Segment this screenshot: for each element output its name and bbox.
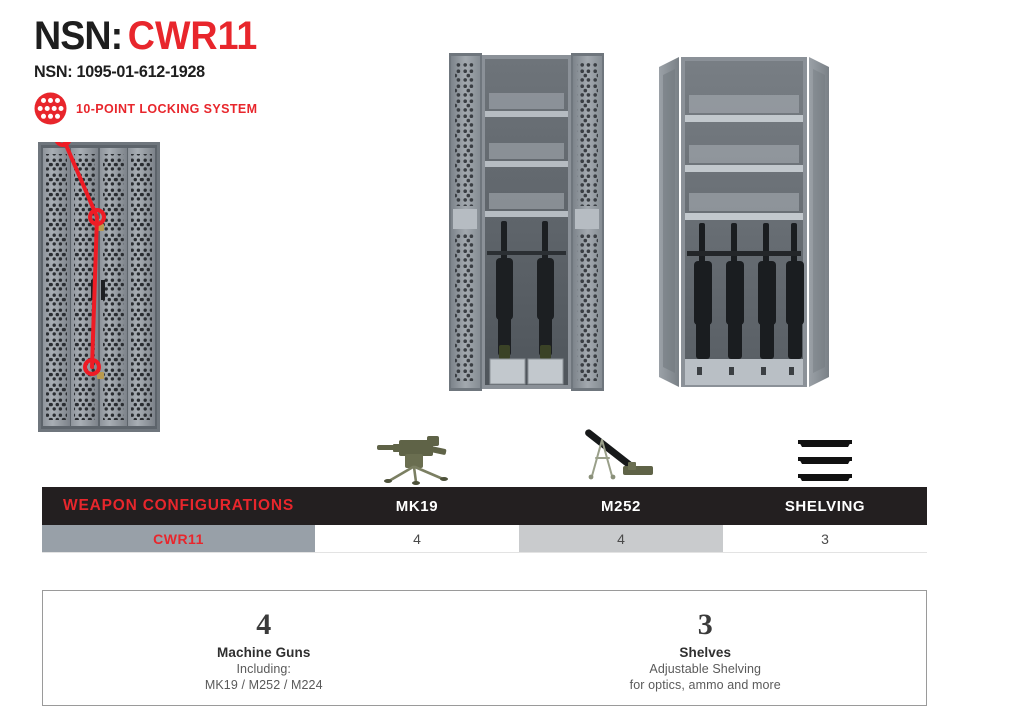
summary-item-shelves: 3 Shelves Adjustable Shelving for optics… xyxy=(485,591,927,705)
locking-system-row: 10-POINT LOCKING SYSTEM xyxy=(34,92,272,125)
summary-number: 3 xyxy=(697,607,713,641)
summary-number: 4 xyxy=(256,607,272,641)
summary-line-1: Adjustable Shelving xyxy=(649,661,762,676)
table-header-row: WEAPON CONFIGURATIONS MK19 M252 SHELVING xyxy=(42,487,927,525)
summary-box: 4 Machine Guns Including: MK19 / M252 / … xyxy=(42,590,927,706)
table-cell-mk19: 4 xyxy=(315,525,519,552)
weapon-icon-row xyxy=(42,424,927,486)
mk19-weapon-icon xyxy=(315,424,519,486)
table-header-m252: M252 xyxy=(601,497,641,515)
locking-system-label: 10-POINT LOCKING SYSTEM xyxy=(76,101,258,116)
10-point-locking-icon xyxy=(34,92,67,125)
open-cabinet-two-weapons xyxy=(449,53,604,391)
page-title: NSN:CWR11 xyxy=(34,14,257,58)
summary-item-machine-guns: 4 Machine Guns Including: MK19 / M252 / … xyxy=(43,591,485,705)
m252-mortar-icon xyxy=(519,424,723,486)
summary-line-2: for optics, ammo and more xyxy=(629,677,781,692)
shelving-icon xyxy=(723,424,927,486)
table-cell-shelving: 3 xyxy=(723,525,927,552)
table-cell-model: CWR11 xyxy=(42,525,315,552)
summary-title: Shelves xyxy=(679,644,732,660)
closed-cabinet-with-locking-diagram xyxy=(38,142,160,432)
table-header-mk19: MK19 xyxy=(395,497,439,515)
table-cell-m252: 4 xyxy=(519,525,723,552)
nsn-number: NSN: 1095-01-612-1928 xyxy=(34,62,205,81)
page-title-code: CWR11 xyxy=(127,14,258,58)
table-row: CWR11 4 4 3 xyxy=(42,525,927,553)
summary-line-1: Including: xyxy=(236,661,291,676)
table-header-configurations: WEAPON CONFIGURATIONS xyxy=(63,497,294,514)
table-header-shelving: SHELVING xyxy=(784,497,866,515)
header-block: NSN:CWR11 NSN: 1095-01-612-1928 xyxy=(34,14,272,125)
open-cabinet-four-weapons xyxy=(659,53,829,391)
summary-title: Machine Guns xyxy=(217,644,311,660)
weapon-configurations-table: WEAPON CONFIGURATIONS MK19 M252 SHELVING… xyxy=(42,487,927,553)
summary-line-2: MK19 / M252 / M224 xyxy=(204,677,323,692)
page-title-prefix: NSN: xyxy=(34,14,123,58)
